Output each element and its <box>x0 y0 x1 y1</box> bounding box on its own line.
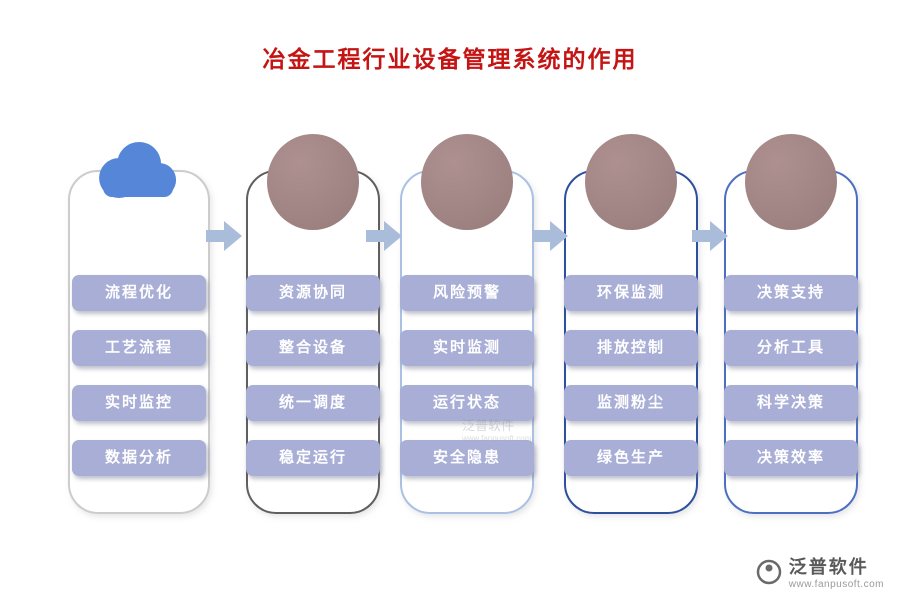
pill-list: 决策支持 分析工具 科学决策 决策效率 <box>724 275 858 476</box>
brand-name: 泛普软件 <box>788 557 869 577</box>
pill-item: 流程优化 <box>72 275 206 311</box>
pill-item: 整合设备 <box>246 330 380 366</box>
pill-item: 绿色生产 <box>564 440 698 476</box>
column-card-4: 环保监测 排放控制 监测粉尘 绿色生产 <box>564 134 698 514</box>
pill-item: 统一调度 <box>246 385 380 421</box>
circle-icon <box>421 134 513 230</box>
pill-item: 资源协同 <box>246 275 380 311</box>
pill-item: 数据分析 <box>72 440 206 476</box>
page-title: 冶金工程行业设备管理系统的作用 <box>262 47 638 72</box>
pill-item: 实时监控 <box>72 385 206 421</box>
pill-item: 风险预警 <box>400 275 534 311</box>
arrow-right-icon <box>366 221 402 251</box>
circle-icon <box>745 134 837 230</box>
pill-list: 资源协同 整合设备 统一调度 稳定运行 <box>246 275 380 476</box>
pill-list: 环保监测 排放控制 监测粉尘 绿色生产 <box>564 275 698 476</box>
pill-list: 流程优化 工艺流程 实时监控 数据分析 <box>72 275 206 476</box>
pill-item: 决策支持 <box>724 275 858 311</box>
pill-list: 风险预警 实时监测 运行状态 安全隐患 <box>400 275 534 476</box>
pill-item: 运行状态 <box>400 385 534 421</box>
pill-item: 分析工具 <box>724 330 858 366</box>
cloud-icon <box>99 142 177 198</box>
circle-icon <box>585 134 677 230</box>
pill-item: 工艺流程 <box>72 330 206 366</box>
circle-icon <box>267 134 359 230</box>
pill-item: 稳定运行 <box>246 440 380 476</box>
pill-item: 监测粉尘 <box>564 385 698 421</box>
arrow-right-icon <box>532 221 568 251</box>
pill-item: 排放控制 <box>564 330 698 366</box>
pill-item: 环保监测 <box>564 275 698 311</box>
arrow-right-icon <box>206 221 242 251</box>
brand-url: www.fanpusoft.com <box>788 579 884 590</box>
pill-item: 决策效率 <box>724 440 858 476</box>
pill-item: 科学决策 <box>724 385 858 421</box>
column-card-1: 流程优化 工艺流程 实时监控 数据分析 <box>68 142 210 514</box>
fanpu-logo-icon <box>756 559 782 584</box>
column-card-5: 决策支持 分析工具 科学决策 决策效率 <box>724 134 858 514</box>
footer-logo: 泛普软件 www.fanpusoft.com <box>755 553 884 590</box>
column-card-2: 资源协同 整合设备 统一调度 稳定运行 <box>246 134 380 514</box>
pill-item: 实时监测 <box>400 330 534 366</box>
pill-item: 安全隐患 <box>400 440 534 476</box>
column-card-3: 风险预警 实时监测 运行状态 安全隐患 <box>400 134 534 514</box>
arrow-right-icon <box>692 221 728 251</box>
footer-text: 泛普软件 www.fanpusoft.com <box>789 553 884 590</box>
